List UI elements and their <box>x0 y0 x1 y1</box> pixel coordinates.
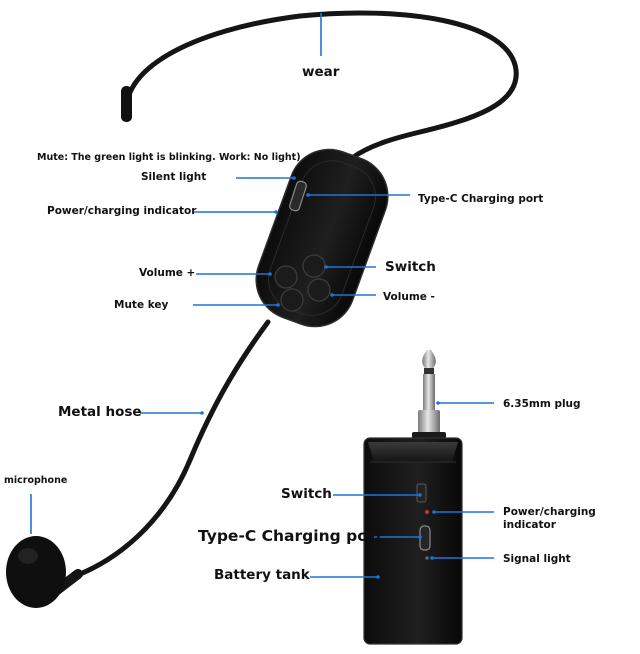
label-volume-minus: Volume - <box>383 291 435 303</box>
label-wear: wear <box>302 64 340 80</box>
receiver-switch <box>416 483 427 503</box>
microphone-foam <box>6 536 66 608</box>
headband-tip <box>121 86 132 122</box>
label-microphone: microphone <box>4 475 68 486</box>
headset <box>6 10 519 608</box>
label-plug: 6.35mm plug <box>503 398 581 410</box>
mute-key <box>280 288 304 312</box>
label-battery-tank: Battery tank <box>214 567 310 583</box>
label-signal-light: Signal light <box>503 553 571 565</box>
receiver <box>363 350 463 645</box>
label-metal-hose: Metal hose <box>58 404 142 420</box>
receiver-power-indicator-dot <box>425 510 429 514</box>
label-type-c-receiver: Type-C Charging port <box>198 527 383 545</box>
label-power-indicator-receiver-line2: indicator <box>503 519 556 531</box>
label-type-c-headset: Type-C Charging port <box>418 193 544 205</box>
label-switch-receiver: Switch <box>281 486 332 502</box>
headset-type-c-port <box>289 180 307 212</box>
label-power-indicator-receiver-line1: Power/charging <box>503 506 596 518</box>
leader-endpoints <box>200 176 440 579</box>
receiver-type-c-port <box>419 525 431 551</box>
plug <box>412 350 446 442</box>
volume-minus-key <box>307 278 331 302</box>
receiver-body <box>363 437 463 645</box>
label-volume-plus: Volume + <box>139 267 196 279</box>
headset-control-body <box>255 148 389 328</box>
label-switch-headset: Switch <box>385 259 436 275</box>
receiver-signal-light-dot <box>425 556 429 560</box>
leader-lines <box>30 13 494 578</box>
metal-hose <box>67 319 271 581</box>
label-power-indicator-headset: Power/charging indicator <box>47 205 197 217</box>
headband <box>123 10 519 161</box>
label-mute-note: Mute: The green light is blinking. Work:… <box>37 152 301 163</box>
label-silent-light: Silent light <box>141 171 207 183</box>
switch-key <box>302 254 326 278</box>
label-mute-key: Mute key <box>114 299 169 311</box>
volume-plus-key <box>274 265 298 289</box>
